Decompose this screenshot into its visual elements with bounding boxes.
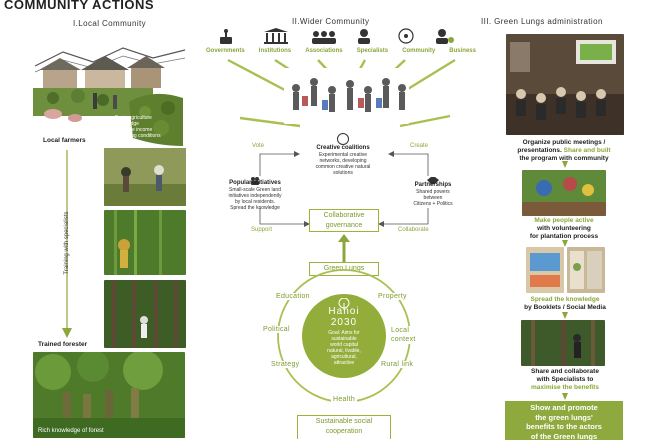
- ring-property: Property: [377, 293, 408, 300]
- popular-initiatives-title: Popular initiatives: [222, 180, 288, 186]
- forester-photo: [33, 352, 185, 438]
- step3-line: by Booklets / Social Media: [504, 304, 626, 312]
- stakeholder-community: Community: [402, 48, 435, 58]
- step3-green: Spread the knowledge: [504, 296, 626, 304]
- booklet-photo-2: [567, 247, 605, 293]
- ring-education: Education: [275, 293, 311, 300]
- crowd-photo: [284, 68, 409, 124]
- step2-line: with volunteering: [510, 225, 618, 233]
- admin-heading: III. Green Lungs administration: [481, 17, 603, 26]
- step4-text: Share and collaborate with Specialists t…: [506, 368, 624, 392]
- ring-political: Political: [262, 326, 291, 333]
- local-bubble: Basic agriculture knowledge Unstable inc…: [115, 115, 183, 139]
- vote-label: Vote: [252, 143, 264, 149]
- collab-gov-line: Collaborative: [310, 211, 378, 221]
- farmers-photo-3: [104, 280, 186, 348]
- local-farmers-label: Local farmers: [43, 137, 86, 144]
- rich-knowledge-label: Rich knowledge of forest: [38, 428, 104, 434]
- stakeholder-labels: Governments Institutions Associations Sp…: [206, 48, 476, 58]
- step1-line: presentations.: [517, 147, 561, 154]
- volunteering-photo: [522, 170, 606, 216]
- final-line: the green lungs': [505, 413, 623, 423]
- ring-health: Health: [331, 396, 357, 403]
- hanoi-year: 2030: [304, 317, 384, 328]
- farmers-photo-1: [104, 148, 186, 206]
- collaborate-label: Collaborate: [398, 227, 429, 233]
- stakeholder-institutions: Institutions: [259, 48, 291, 58]
- sustainable-line: cooperation: [298, 427, 390, 437]
- hanoi-goal: Goal: Aims for sustainable world capital…: [310, 330, 378, 366]
- collaborative-governance-box: Collaborative governance: [309, 209, 379, 232]
- ring-rural-link: Rural link: [380, 361, 414, 368]
- step4-line: Share and collaborate: [506, 368, 624, 376]
- coalition-arrows: [234, 144, 454, 184]
- step3-text: Spread the knowledge by Booklets / Socia…: [504, 296, 626, 312]
- final-line: of the Green lungs: [505, 432, 623, 440]
- final-line: benefits to the actors: [505, 422, 623, 432]
- final-line: Show and promote: [505, 403, 623, 413]
- stakeholder-associations: Associations: [305, 48, 342, 58]
- booklet-photo-1: [526, 247, 564, 293]
- collab-gov-line: governance: [310, 221, 378, 231]
- people-icon: [250, 170, 260, 178]
- down-arrow: [561, 393, 569, 401]
- step1-green: Share and built: [564, 147, 611, 154]
- partnerships-desc: Shared powers between Citizens + Politic…: [400, 189, 466, 207]
- bubble-line: Bad living conditions: [115, 133, 183, 139]
- step1-line: Organize public meetings /: [496, 139, 632, 147]
- ring-context: context: [391, 335, 416, 344]
- up-arrow: [338, 234, 350, 264]
- hanoi-name: Hanoi: [304, 306, 384, 317]
- create-label: Create: [410, 143, 428, 149]
- page-title: COMMUNITY ACTIONS: [4, 0, 154, 12]
- stakeholder-specialists: Specialists: [357, 48, 388, 58]
- stakeholder-governments: Governments: [206, 48, 245, 58]
- sustainable-line: Sustainable social: [298, 417, 390, 427]
- ring-local: Local: [391, 326, 416, 335]
- step2-text: Make people active with volunteering for…: [510, 217, 618, 241]
- handshake-icon: [427, 170, 439, 179]
- step4-green: maximise the benefits: [506, 384, 624, 392]
- local-heading: I.Local Community: [73, 19, 146, 28]
- ring-strategy: Strategy: [270, 361, 300, 368]
- step1-text: Organize public meetings / presentations…: [496, 139, 632, 163]
- trained-forester-label: Trained forester: [38, 341, 87, 348]
- hanoi-title: Hanoi 2030: [304, 306, 384, 328]
- wider-heading: II.Wider Community: [292, 17, 369, 26]
- support-label: Support: [251, 227, 272, 233]
- stakeholder-business: Business: [449, 48, 476, 58]
- down-arrow: [561, 312, 569, 320]
- specialists-photo: [521, 320, 605, 366]
- sustainable-cooperation-box: Sustainable social cooperation: [297, 415, 391, 439]
- hanoi-desc-line: attractive: [310, 360, 378, 366]
- down-arrow: [561, 161, 569, 169]
- step4-line: with Specialists to: [506, 376, 624, 384]
- stakeholder-icons: [216, 28, 462, 46]
- meeting-photo: [506, 34, 624, 135]
- final-box: Show and promote the green lungs' benefi…: [505, 401, 623, 440]
- partnerships-title: Partnerships: [400, 182, 466, 188]
- step2-green: Make people active: [510, 217, 618, 225]
- ring-local-context: Local context: [390, 326, 417, 344]
- farmers-photo-2: [104, 210, 186, 275]
- training-label: Training with specialists: [64, 183, 70, 303]
